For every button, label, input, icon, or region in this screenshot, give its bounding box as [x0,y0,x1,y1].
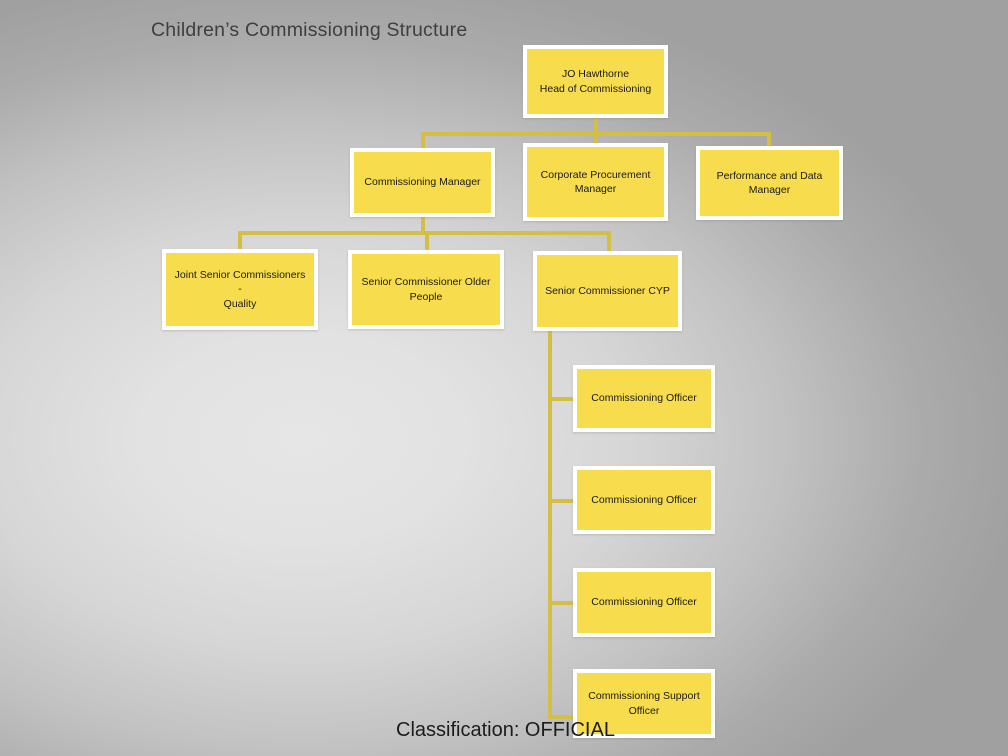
node-commissioning-support-officer-line1: Commissioning Support [588,690,700,703]
node-performance-and-data-manager-line1: Performance and Data [716,169,823,182]
connector-comm-mgr-stem [421,216,425,233]
page-title: Children’s Commissioning Structure [151,19,468,41]
connector-to-comm-mgr [421,132,425,150]
node-joint-senior-commissioners-quality-line2: Quality [223,297,257,310]
connector-to-joint-quality [238,231,242,251]
node-commissioning-manager[interactable]: Commissioning Manager [350,148,495,217]
node-head-line2: Head of Commissioning [539,82,652,95]
node-corporate-procurement-manager-line2: Manager [574,183,617,195]
node-senior-commissioner-cyp[interactable]: Senior Commissioner CYP [533,251,682,331]
node-senior-commissioner-cyp-line1: Senior Commissioner CYP [545,284,670,297]
node-commissioning-officer-3-line1: Commissioning Officer [591,596,697,609]
node-commissioning-officer-2-line1: Commissioning Officer [591,493,697,506]
node-joint-senior-commissioners-quality[interactable]: Joint Senior Commissioners - Quality [162,249,318,330]
node-commissioning-officer-1[interactable]: Commissioning Officer [573,365,715,432]
node-commissioning-support-officer[interactable]: Commissioning Support Officer [573,669,715,738]
node-commissioning-officer-2[interactable]: Commissioning Officer [573,466,715,534]
node-corporate-procurement-manager[interactable]: Corporate Procurement Manager [523,143,668,221]
node-head[interactable]: JO Hawthorne Head of Commissioning [523,45,668,118]
node-performance-and-data-manager[interactable]: Performance and Data Manager [696,146,843,220]
connector-level2-bus [238,231,611,235]
connector-to-co-1 [548,397,574,401]
node-joint-senior-commissioners-quality-line1: Joint Senior Commissioners - [174,269,306,296]
connector-to-sc-older [425,231,429,251]
connector-to-cso [548,715,574,719]
node-corporate-procurement-manager-line1: Corporate Procurement [540,168,651,181]
node-senior-commissioner-older-people[interactable]: Senior Commissioner Older People [348,250,504,329]
connector-head-stem [594,118,598,136]
node-senior-commissioner-older-people-line1: Senior Commissioner Older [361,276,491,289]
connector-to-corp-proc [594,132,598,150]
node-senior-commissioner-older-people-line2: People [409,290,443,303]
connector-to-co-3 [548,601,574,605]
node-commissioning-support-officer-line2: Officer [628,704,660,717]
connector-to-sc-cyp [607,231,611,251]
node-commissioning-manager-line1: Commissioning Manager [364,176,481,189]
node-commissioning-officer-3[interactable]: Commissioning Officer [573,568,715,637]
node-commissioning-officer-1-line1: Commissioning Officer [591,392,697,405]
connector-cyp-spine [548,331,552,719]
classification-footer: Classification: OFFICIAL [396,719,615,741]
node-head-line1: JO Hawthorne [561,68,630,81]
connector-to-co-2 [548,499,574,503]
connector-to-perf-data [767,132,771,150]
node-performance-and-data-manager-line2: Manager [748,184,791,196]
